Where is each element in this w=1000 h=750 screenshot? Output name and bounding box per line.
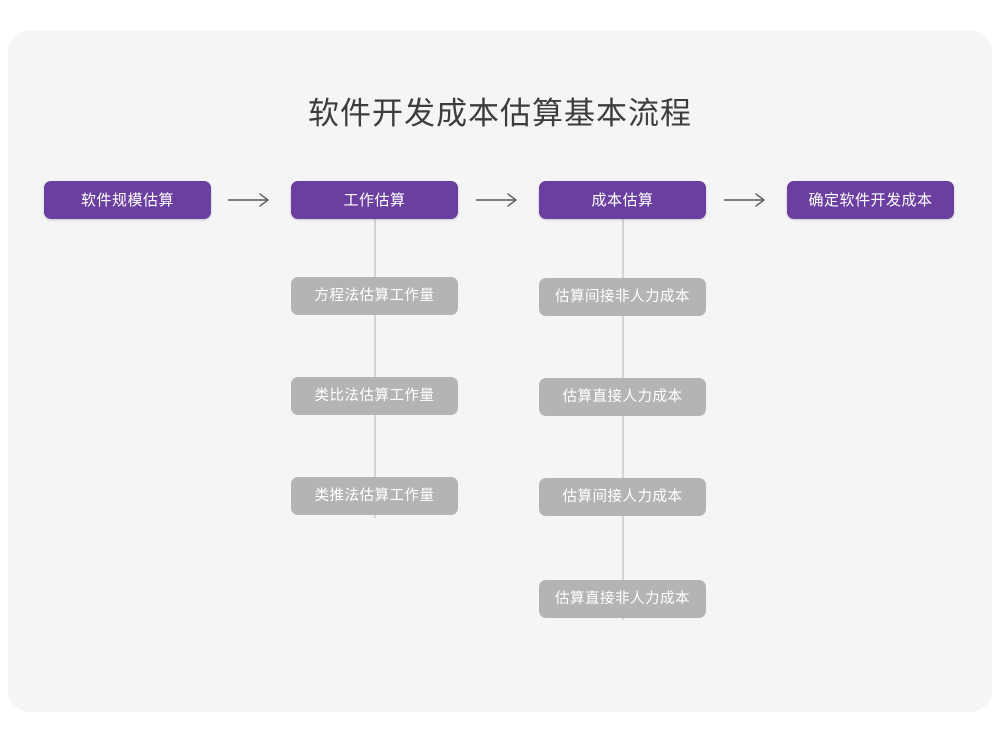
node-label: 方程法估算工作量	[314, 287, 435, 304]
substage-node-indirect-nonlabor-cost[interactable]: 估算间接非人力成本	[539, 278, 706, 316]
substage-node-equation-method-workload[interactable]: 方程法估算工作量	[291, 277, 458, 315]
arrow-stage1-to-stage2	[227, 190, 275, 210]
stage-node-software-scale-estimation[interactable]: 软件规模估算	[44, 181, 211, 219]
node-label: 类比法估算工作量	[314, 387, 435, 404]
node-label: 估算直接非人力成本	[555, 590, 690, 607]
node-label: 估算直接人力成本	[562, 388, 683, 405]
substage-node-inference-method-workload[interactable]: 类推法估算工作量	[291, 477, 458, 515]
node-label: 确定软件开发成本	[808, 191, 933, 209]
arrow-stage2-to-stage3	[475, 190, 523, 210]
node-label: 估算间接人力成本	[562, 488, 683, 505]
stage-node-determine-development-cost[interactable]: 确定软件开发成本	[787, 181, 954, 219]
page-title: 软件开发成本估算基本流程	[308, 96, 692, 131]
node-label: 类推法估算工作量	[314, 487, 435, 504]
substage-node-indirect-labor-cost[interactable]: 估算间接人力成本	[539, 478, 706, 516]
node-label: 工作估算	[343, 191, 406, 209]
stage-node-work-estimation[interactable]: 工作估算	[291, 181, 458, 219]
substage-node-analogy-method-workload[interactable]: 类比法估算工作量	[291, 377, 458, 415]
substage-node-direct-nonlabor-cost[interactable]: 估算直接非人力成本	[539, 580, 706, 618]
node-label: 成本估算	[591, 191, 654, 209]
stage-node-cost-estimation[interactable]: 成本估算	[539, 181, 706, 219]
content-card	[8, 30, 992, 712]
node-label: 估算间接非人力成本	[555, 288, 690, 305]
connector-stem-col2	[374, 218, 376, 518]
arrow-stage3-to-stage4	[723, 190, 771, 210]
connector-stem-col3	[622, 218, 624, 620]
node-label: 软件规模估算	[80, 191, 174, 209]
substage-node-direct-labor-cost[interactable]: 估算直接人力成本	[539, 378, 706, 416]
